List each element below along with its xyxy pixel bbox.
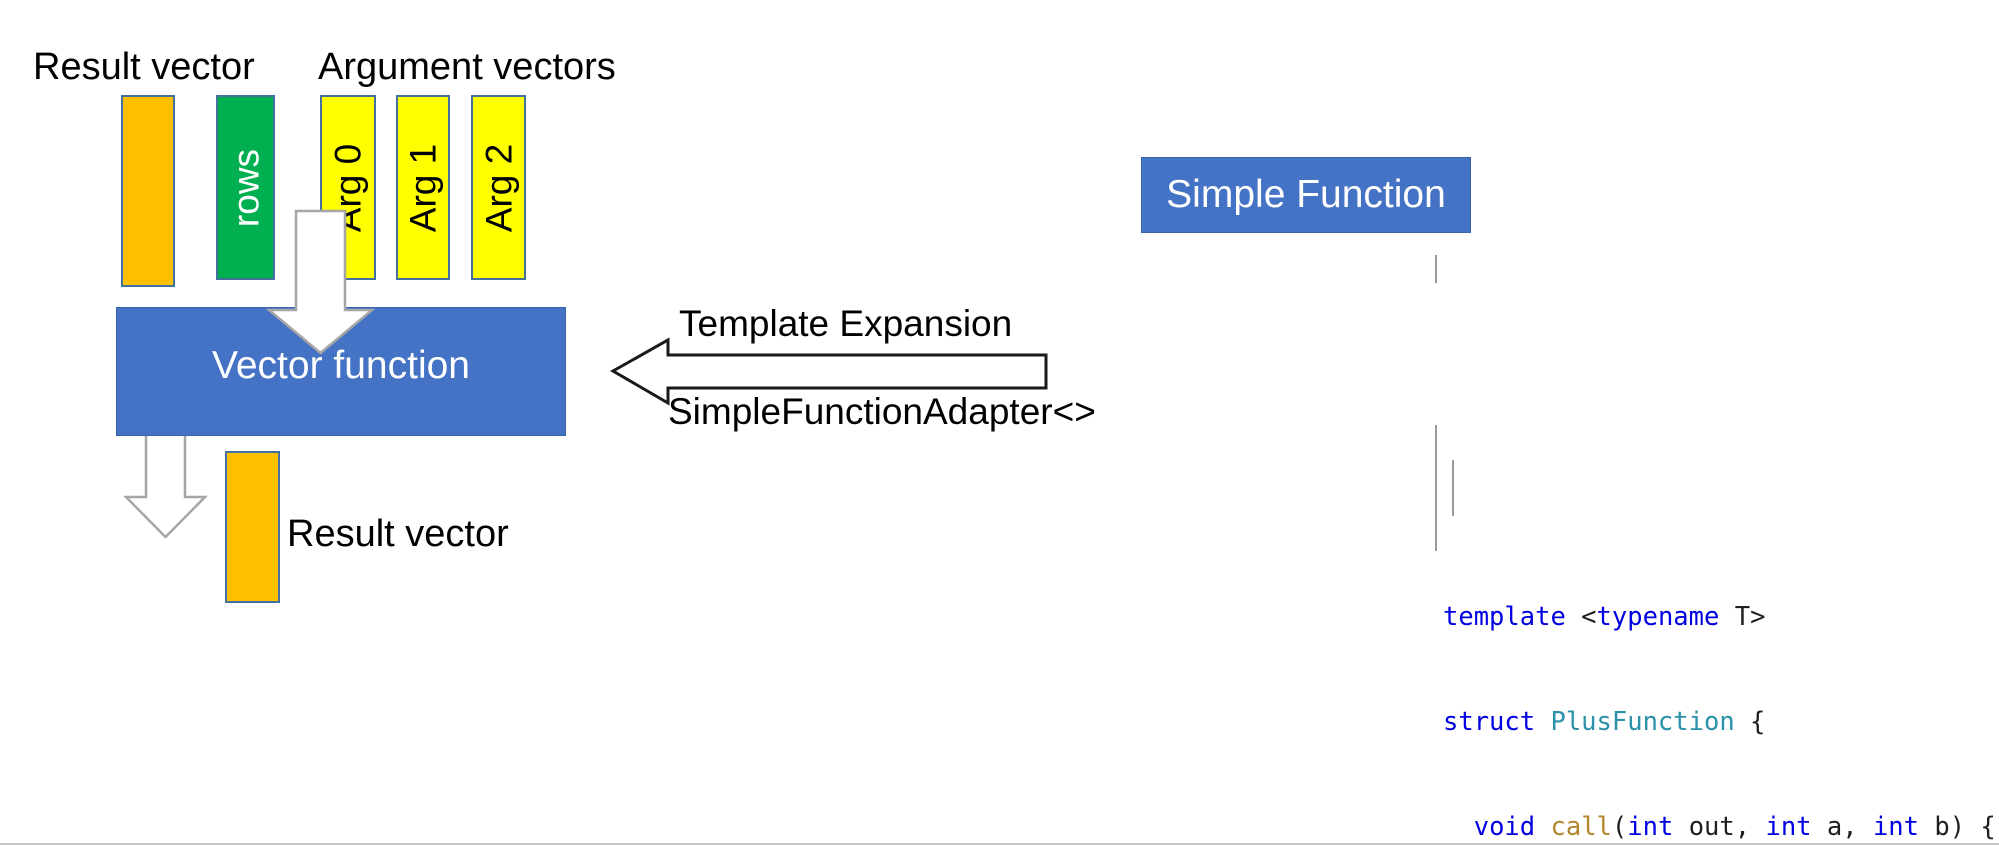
- heading-argument-vectors: Argument vectors: [318, 46, 616, 88]
- bottom-divider: [0, 843, 1999, 845]
- heading-result-vector: Result vector: [33, 46, 255, 88]
- bar-arg-0: Arg 0: [320, 95, 376, 280]
- caption-result-vector-bottom: Result vector: [287, 513, 509, 555]
- bar-arg-1: Arg 1: [396, 95, 450, 280]
- code-line-3: void call(int out, int a, int b) {: [1473, 812, 1996, 842]
- bar-label-arg-1: Arg 1: [402, 143, 444, 232]
- code-indent-guide-1: [1435, 425, 1437, 551]
- code-line-2: struct PlusFunction {: [1443, 707, 1766, 737]
- bar-rows: rows: [216, 95, 275, 280]
- bar-label-arg-0: Arg 0: [327, 143, 369, 232]
- simple-function-label: Simple Function: [1166, 173, 1446, 216]
- code-indent-guide-0: [1435, 255, 1437, 283]
- template-expansion-top-label: Template Expansion: [679, 303, 1013, 344]
- bar-arg-2: Arg 2: [471, 95, 526, 280]
- code-line-1: template <typename T>: [1443, 602, 1766, 632]
- bar-result-vector-bottom: [225, 451, 280, 603]
- bar-label-arg-2: Arg 2: [478, 143, 519, 232]
- template-expansion-bottom-label: SimpleFunctionAdapter<>: [668, 391, 1096, 432]
- code-snippet: template <typename T> struct PlusFunctio…: [1435, 255, 1996, 847]
- bar-result-vector-top: [121, 95, 175, 287]
- code-indent-guide-2: [1452, 460, 1454, 516]
- simple-function-box: Simple Function: [1141, 157, 1471, 233]
- down-arrow-out-of-vector-function: [123, 432, 208, 539]
- vector-function-box: Vector function: [116, 307, 566, 436]
- vector-function-label: Vector function: [212, 343, 470, 387]
- bar-label-rows: rows: [225, 148, 266, 227]
